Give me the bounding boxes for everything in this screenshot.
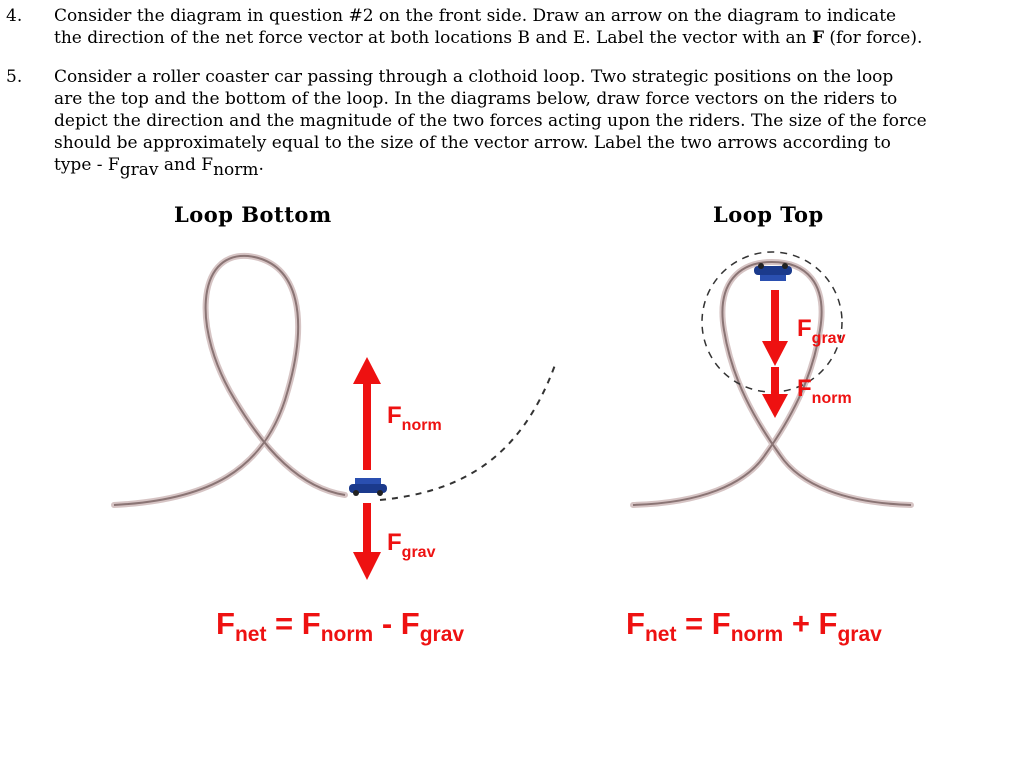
loop-bottom-track: [111, 252, 556, 508]
loop-top-fgrav-arrow: [762, 290, 788, 366]
loop-bottom-title: Loop Bottom: [174, 202, 332, 227]
question-5-line-2: are the top and the bottom of the loop. …: [54, 89, 898, 109]
loop-bottom-car: [349, 478, 387, 496]
loop-top-equation: Fnet = Fnorm + Fgrav: [626, 606, 882, 646]
loop-top-car: [754, 263, 792, 281]
loop-bottom-fnorm-arrow: [353, 357, 381, 470]
loop-bottom-fnorm-label: Fnorm: [387, 402, 442, 434]
loop-bottom-fgrav-arrow: [353, 503, 381, 580]
question-5-line-5: type - Fgrav and Fnorm.: [54, 155, 264, 180]
question-4-line-1: Consider the diagram in question #2 on t…: [54, 6, 897, 26]
question-5-line-3: depict the direction and the magnitude o…: [54, 111, 927, 131]
question-4-number: 4.: [6, 6, 23, 26]
question-5-line-4: should be approximately equal to the siz…: [54, 133, 891, 153]
loop-top-fgrav-label: Fgrav: [797, 315, 846, 347]
loop-top-fnorm-label: Fnorm: [797, 375, 852, 407]
loop-bottom-dashed-circle: [379, 364, 556, 501]
question-5-number: 5.: [6, 67, 23, 87]
question-4-text: Consider the diagram in question #2 on t…: [54, 5, 922, 49]
loop-bottom-equation: Fnet = Fnorm - Fgrav: [216, 606, 465, 646]
question-5-text: Consider a roller coaster car passing th…: [54, 66, 927, 180]
question-4-line-2: the direction of the net force vector at…: [54, 28, 923, 48]
question-5-line-1: Consider a roller coaster car passing th…: [54, 67, 894, 87]
loop-bottom-fgrav-label: Fgrav: [387, 529, 436, 561]
loop-top-title: Loop Top: [713, 202, 824, 227]
loop-top-fnorm-arrow: [762, 367, 788, 418]
